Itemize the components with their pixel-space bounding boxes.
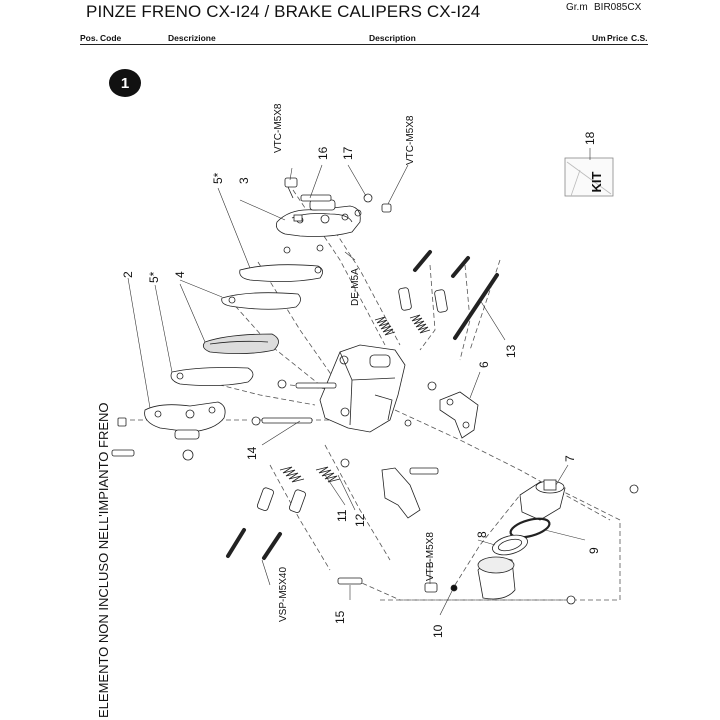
callout-16: 16 <box>316 146 330 160</box>
code-vsp: VSP-M5X40 <box>278 567 289 622</box>
callout-14: 14 <box>245 446 259 460</box>
code-vtc-right: VTC-M5X8 <box>405 115 416 165</box>
part-9-oring <box>509 517 551 539</box>
col-descrizione: Descrizione <box>168 33 216 43</box>
callout-7: 7 <box>563 455 577 462</box>
lever-plate <box>381 467 439 519</box>
callout-8: 8 <box>475 531 489 538</box>
part-6-arm <box>439 391 479 439</box>
callout-4: 4 <box>173 271 187 278</box>
page-badge-number: 1 <box>121 75 129 92</box>
part-7-cylinder <box>519 479 639 521</box>
page-title: PINZE FRENO CX-I24 / BRAKE CALIPERS CX-I… <box>86 2 481 21</box>
part-5-pad-lower <box>170 367 254 386</box>
part-2-caliper-lower <box>111 401 226 461</box>
group-code: BIR085CX <box>594 2 642 13</box>
group-label: Gr.m <box>566 2 588 13</box>
header-rule <box>80 44 648 45</box>
code-de: DE-M5A <box>350 268 361 306</box>
callout-11: 11 <box>335 509 349 522</box>
col-pos: Pos. <box>80 33 98 43</box>
code-vtb: VTB-M5X8 <box>425 532 436 581</box>
code-vtc-left: VTC-M5X8 <box>273 103 284 153</box>
leader-lines <box>127 148 591 616</box>
col-price: Price <box>607 33 628 43</box>
callout-5-upper: 5* <box>211 172 225 184</box>
callout-9: 9 <box>587 547 601 554</box>
callout-13: 13 <box>504 344 518 358</box>
assembly-lines <box>130 189 621 601</box>
col-description: Description <box>369 33 416 43</box>
screw-16 <box>284 177 332 222</box>
col-code: Code <box>100 33 122 43</box>
screw-15 <box>337 577 363 585</box>
part-13-pin <box>453 273 499 340</box>
callout-10: 10 <box>431 624 445 638</box>
callout-6: 6 <box>477 361 491 368</box>
page-badge <box>109 69 141 97</box>
callout-12: 12 <box>353 513 367 527</box>
part-14-pins <box>251 379 437 427</box>
part-8-seal <box>492 534 528 556</box>
kit-label: KIT <box>589 171 604 192</box>
callout-3: 3 <box>237 177 251 184</box>
callout-18: 18 <box>583 131 597 145</box>
callout-5-lower: 5* <box>147 271 161 283</box>
callout-2: 2 <box>121 271 135 278</box>
part-4-pad <box>202 292 301 354</box>
part-1-bracket <box>319 344 406 433</box>
col-um: Um <box>592 33 606 43</box>
part-5-pad-upper <box>239 264 323 282</box>
col-cs: C.S. <box>631 33 648 43</box>
spring-lower <box>226 458 350 560</box>
callout-17: 17 <box>341 146 355 160</box>
kit-box <box>564 157 614 197</box>
callout-15: 15 <box>333 610 347 624</box>
piston <box>424 556 576 605</box>
spring-upper <box>374 250 470 336</box>
part-3-caliper-upper <box>275 199 361 237</box>
